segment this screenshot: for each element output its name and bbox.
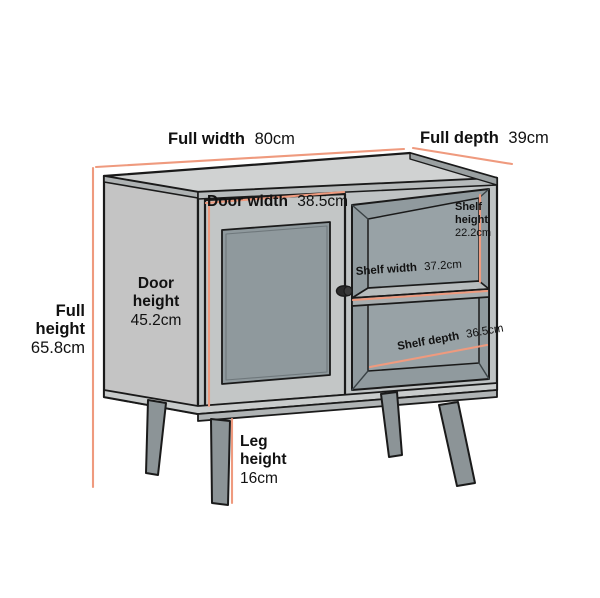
shelf-depth-line (368, 343, 489, 369)
leg-rear-right (380, 391, 403, 458)
full-height-name-line1: Full (56, 302, 85, 320)
cabinet-legs (145, 391, 476, 506)
svg-text:Full depth 39cm: Full depth 39cm (420, 129, 549, 147)
cabinet-body (102, 151, 499, 422)
dimension-lines-top (91, 146, 514, 489)
shelf-height-value: 22.2cm (455, 227, 491, 239)
door-height-value: 45.2cm (131, 312, 182, 329)
label-full-height: Full height 65.8cm (31, 302, 86, 357)
svg-text:Door width 38.5cm: Door width 38.5cm (207, 193, 348, 210)
door-inset-panel-inner (225, 225, 328, 381)
door-width-name: Door width (207, 193, 288, 210)
door-width-line (204, 190, 346, 205)
full-width-line (94, 147, 406, 169)
shelf-height-name-line1: Shelf (455, 201, 482, 213)
label-full-width: Full width 80cm (168, 130, 295, 148)
leg-front-left (210, 418, 231, 506)
label-door-width: Door width 38.5cm (207, 193, 348, 210)
full-height-value: 65.8cm (31, 339, 85, 357)
full-width-name: Full width (168, 130, 245, 148)
label-full-depth: Full depth 39cm (420, 129, 549, 147)
leg-front-right (438, 401, 476, 487)
svg-text:Full width 80cm: Full width 80cm (168, 130, 295, 148)
door-height-name-line1: Door (138, 275, 174, 292)
full-depth-name: Full depth (420, 129, 499, 147)
dimension-lines-detail (204, 190, 489, 505)
label-leg-height: Leg height 16cm (240, 433, 287, 487)
shelf-width-value: 37.2cm (424, 259, 462, 274)
leg-rear-left (145, 399, 167, 476)
shelf-height-name-line2: height (455, 214, 488, 226)
leg-height-name-line1: Leg (240, 433, 268, 450)
full-height-name-line2: height (36, 320, 86, 338)
door-width-value: 38.5cm (297, 193, 348, 210)
leg-height-name-line2: height (240, 451, 287, 468)
label-shelf-height: Shelf height 22.2cm (455, 201, 491, 239)
top-right-edge (409, 152, 498, 186)
label-door-height: Door height 45.2cm (131, 275, 182, 329)
full-depth-value: 39cm (508, 129, 548, 147)
shelf-width-line (351, 289, 489, 302)
leg-height-value: 16cm (240, 470, 278, 487)
full-depth-line (411, 146, 514, 166)
door-handle-icon[interactable] (335, 285, 353, 297)
full-width-value: 80cm (255, 130, 295, 148)
svg-text:Shelf width 37.2cm: Shelf width 37.2cm (355, 259, 462, 278)
label-shelf-width: Shelf width 37.2cm (355, 259, 462, 278)
shelf-width-name: Shelf width (355, 262, 417, 278)
door-height-name-line2: height (133, 293, 180, 310)
